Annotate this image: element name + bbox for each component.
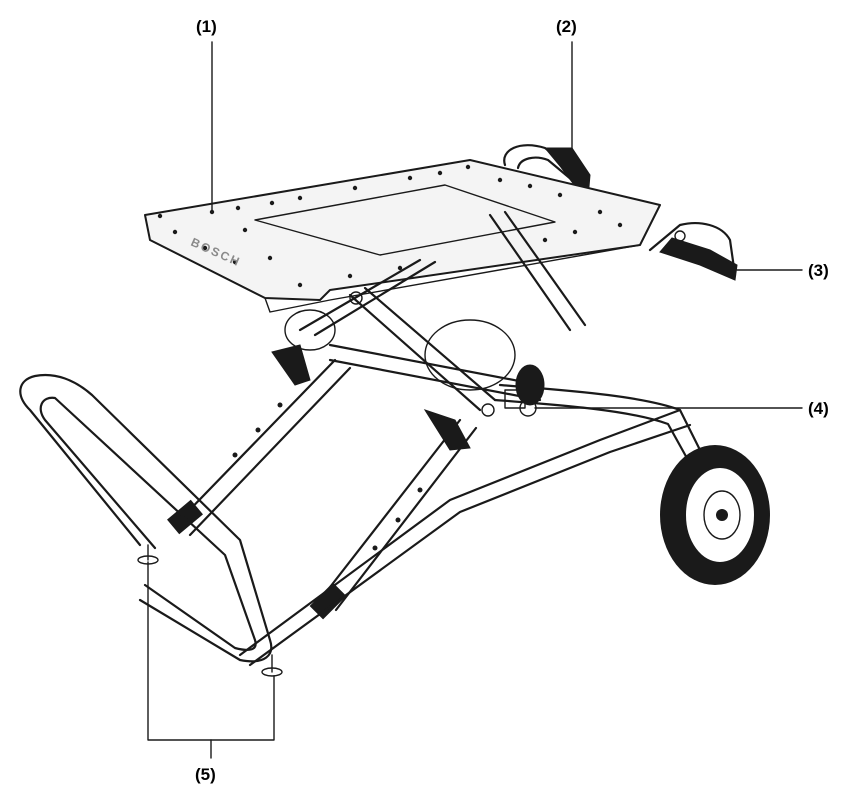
callout-5: (5) xyxy=(195,765,216,784)
leader-lines xyxy=(147,41,803,759)
base-frame xyxy=(19,373,692,667)
callout-3: (3) xyxy=(808,261,829,280)
callout-1: (1) xyxy=(196,17,217,36)
rear-frame xyxy=(328,343,702,462)
lifting-handle xyxy=(648,222,738,281)
front-legs xyxy=(167,344,478,620)
wheel xyxy=(660,445,770,585)
lock-knob xyxy=(504,364,545,417)
callout-4: (4) xyxy=(808,399,829,418)
mounting-plate: BOSCH xyxy=(144,159,661,313)
plate-holes xyxy=(157,164,623,288)
callout-labels: (1) (2) (3) (4) (5) xyxy=(195,17,829,784)
callout-2: (2) xyxy=(556,17,577,36)
scissor-legs xyxy=(284,210,587,417)
